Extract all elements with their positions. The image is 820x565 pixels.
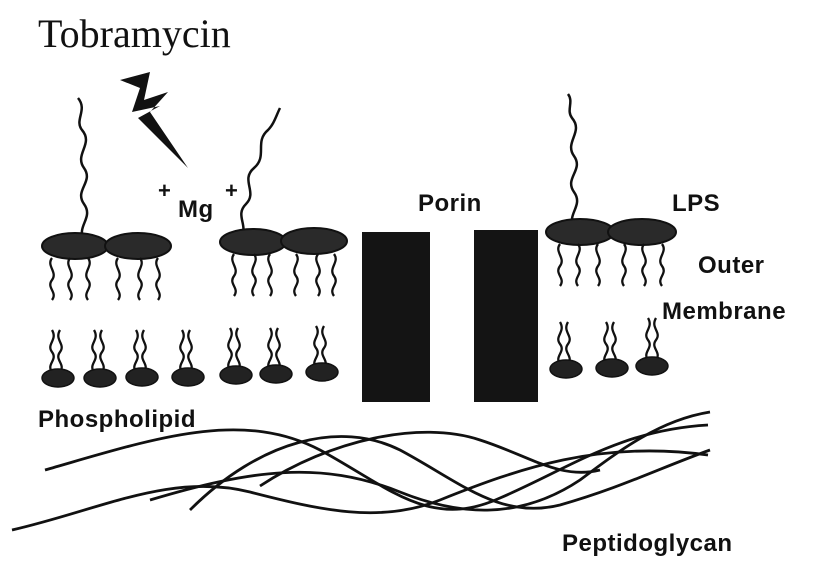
phospholipid-label: Phospholipid: [38, 406, 196, 434]
lps-head: [105, 233, 171, 259]
lps-head: [42, 233, 108, 259]
ion-label: Mg: [178, 196, 214, 224]
phospholipid-head: [596, 359, 628, 377]
phospholipid-head: [126, 368, 158, 386]
peptidoglycan-label: Peptidoglycan: [562, 530, 733, 558]
lps-label: LPS: [672, 190, 720, 218]
lps-tails: [78, 94, 577, 240]
lps-chain: [78, 98, 87, 240]
lps-head: [220, 229, 286, 255]
ion-charge-right: +: [225, 178, 238, 204]
phospholipid-head: [636, 357, 668, 375]
drug-label: Tobramycin: [38, 10, 231, 57]
outer-label: Outer: [698, 252, 765, 280]
phospholipid-head: [260, 365, 292, 383]
porin-right-block: [474, 230, 538, 402]
membrane-label: Membrane: [662, 298, 786, 326]
porin-label: Porin: [418, 190, 482, 218]
phospholipid-head: [550, 360, 582, 378]
phospholipid-head: [84, 369, 116, 387]
lps-head: [281, 228, 347, 254]
phospholipid-head: [42, 369, 74, 387]
phospholipid-head: [172, 368, 204, 386]
lps-chain: [568, 94, 577, 228]
lps-head: [546, 219, 614, 245]
lightning-bolt-icon: [120, 72, 188, 168]
porin-left-block: [362, 232, 430, 402]
lps-heads: [42, 219, 676, 259]
phospholipid-head: [306, 363, 338, 381]
ion-charge-left: +: [158, 178, 171, 204]
lps-chain: [240, 108, 280, 238]
lps-head: [608, 219, 676, 245]
phospholipid-head: [220, 366, 252, 384]
